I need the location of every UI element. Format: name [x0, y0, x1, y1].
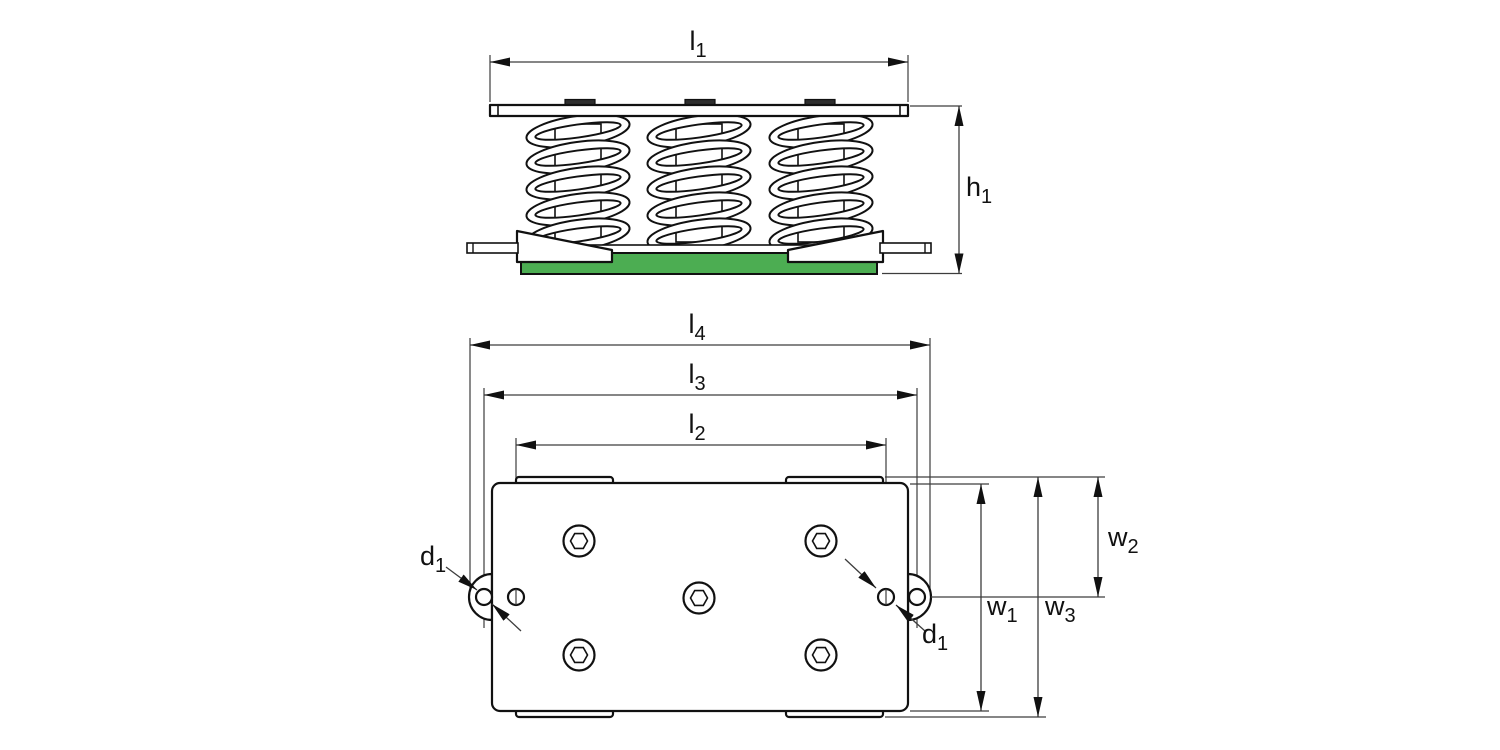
clamp-right — [786, 229, 885, 264]
bolt-top-left — [562, 524, 596, 558]
leader-line — [445, 566, 478, 591]
spring-coil-left — [523, 107, 633, 259]
dim-w3: w3 — [1033, 477, 1076, 717]
label-w1: w1 — [986, 591, 1018, 627]
bolt-hex-socket — [689, 589, 709, 607]
ear-hole-left — [474, 587, 494, 607]
dim-w1: w1 — [976, 484, 1018, 711]
top-plate — [488, 103, 910, 118]
dim-h1: h1 — [882, 105, 992, 275]
label-d1-left: d1 — [420, 541, 446, 577]
bolt-hex-socket — [811, 532, 831, 550]
rod-left — [466, 242, 519, 254]
label-w3: w3 — [1044, 591, 1076, 627]
rod-right — [879, 242, 932, 254]
dim-d1-right: d1 — [844, 558, 948, 655]
bolt-center — [682, 581, 716, 615]
leader-line — [844, 558, 877, 589]
dim-l4: l4 — [469, 309, 931, 600]
ear-hole-right — [907, 587, 927, 607]
label-l3: l3 — [688, 359, 705, 395]
spring-coil-right — [766, 107, 876, 259]
plan-view: l4 l3 l2 — [420, 309, 1139, 719]
dim-l1: l1 — [489, 26, 909, 102]
label-d1-right: d1 — [922, 619, 948, 655]
label-l1: l1 — [689, 26, 706, 62]
spring-coil-center — [644, 107, 754, 259]
dim-w2: w2 — [1093, 477, 1139, 597]
dim-d1-left: d1 — [420, 541, 522, 632]
leader-line — [491, 603, 522, 632]
bolt-hex-socket — [569, 532, 589, 550]
bolt-hex-socket — [569, 646, 589, 664]
bolt-top-right — [804, 524, 838, 558]
bolt-bottom-right — [804, 638, 838, 672]
label-l2: l2 — [688, 409, 705, 445]
leader-line — [895, 604, 926, 632]
bolt-hex-socket — [811, 646, 831, 664]
bolt-bottom-left — [562, 638, 596, 672]
label-w2: w2 — [1107, 522, 1139, 558]
label-h1: h1 — [966, 172, 992, 208]
label-l4: l4 — [688, 309, 705, 345]
side-view: l1 — [466, 26, 992, 275]
